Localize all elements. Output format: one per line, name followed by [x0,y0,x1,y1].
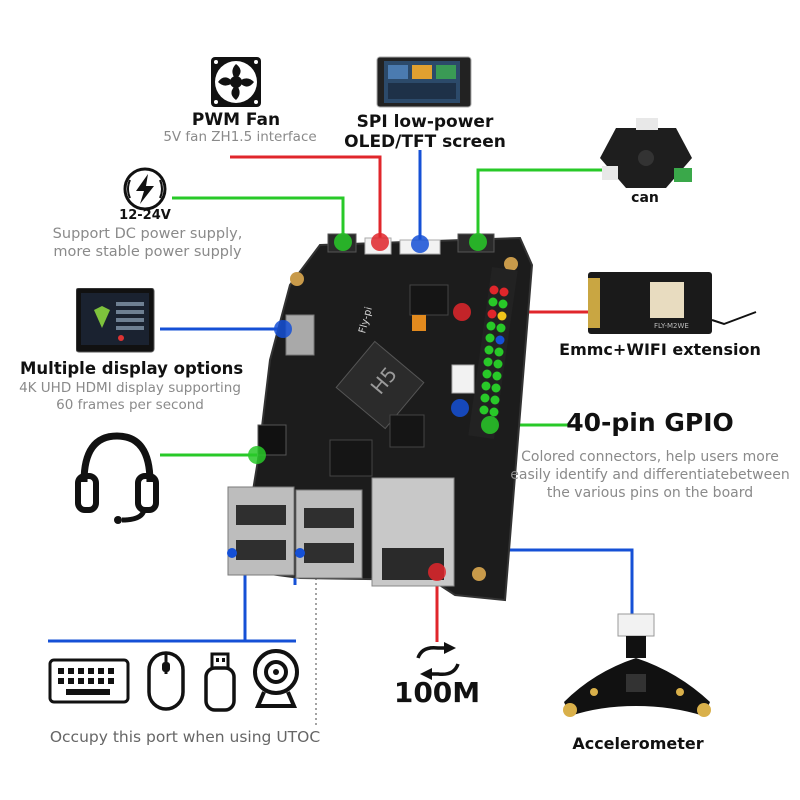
gpio-line1: Colored connectors, help users more [521,449,779,465]
mount-hole [472,567,486,581]
accelerometer-dot [451,399,469,417]
jst-connector [451,364,475,394]
can-module-image [600,118,692,188]
keyboard-icon [48,658,130,704]
usb-dot-right [295,548,305,558]
fan-icon [211,57,261,107]
gpio-line3: the various pins on the board [546,485,754,501]
power-dot [334,233,352,251]
gpio-title: 40-pin GPIO [566,408,734,437]
fan-subtitle: 5V fan ZH1.5 interface [163,129,317,145]
lightning-icon [123,167,167,211]
emmc-title: Emmc+WIFI extension [559,340,761,359]
ethernet-title: 100M [393,676,481,709]
headset-icon [75,432,159,524]
display-title: Multiple display options [20,359,244,378]
spi-title-line1: SPI low-power [356,112,494,132]
ethernet-dot [428,563,446,581]
spi-title-line2: OLED/TFT screen [344,132,506,152]
mouse-icon [147,651,185,711]
memory-chip [329,439,373,477]
fan-title: PWM Fan [191,110,281,130]
accelerometer-title: Accelerometer [572,734,704,753]
display-line2: 60 frames per second [56,397,204,413]
network-arrows-icon [416,642,460,680]
display-image [76,288,155,353]
gpio-line2: easily identify and differentiatebetween [510,467,790,483]
webcam-icon [253,649,299,708]
display-line1: 4K UHD HDMI display supporting [19,380,241,396]
utoc-note: Occupy this port when using UTOC [49,728,321,746]
emmc-wifi-module-image: FLY-M2WE [588,272,757,334]
headset-dot [248,446,266,464]
can-label: can [631,190,659,206]
fan-dot [371,233,389,251]
spi-screen-image [376,56,472,108]
display-subtitle: 4K UHD HDMI display supporting 60 frames… [10,380,250,414]
usb-port-left [227,486,295,576]
power-line1: Support DC power supply, [52,226,243,242]
display-dot [274,320,292,338]
accelerometer-image [563,613,711,717]
power-line2: more stable power supply [53,244,242,260]
dip-switch [412,315,426,331]
usb-drive-icon [204,652,236,712]
gpio-subtitle: Colored connectors, help users more easi… [500,448,800,502]
gpio-dot [481,416,499,434]
power-subtitle: Support DC power supply, more stable pow… [40,225,255,261]
emmc-dot [453,303,471,321]
memory-chip [389,414,425,448]
memory-chip [409,284,449,316]
usb-dot-left [227,548,237,558]
mount-hole [504,257,518,271]
h5-chip [335,340,425,430]
usb-port-right [295,489,363,579]
power-title: 12-24V [119,208,171,223]
gpio-pin-markers [479,285,509,417]
mount-hole [290,272,304,286]
fan-line [230,155,382,242]
spi-title: SPI low-power OLED/TFT screen [340,112,510,152]
gpio-header [468,267,518,439]
can-line [476,168,632,242]
emmc-module-label: FLY-M2WE [654,322,689,330]
power-line [172,196,345,242]
spi-dot [411,235,429,253]
hdmi-port [285,314,315,356]
can-dot [469,233,487,251]
